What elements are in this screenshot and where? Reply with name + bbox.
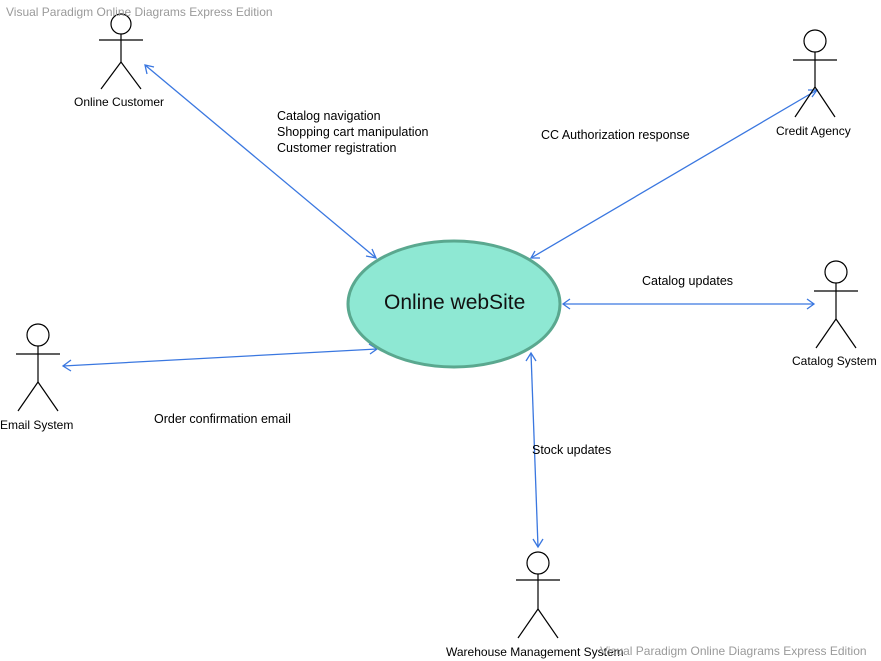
flow-label-customer-2: Shopping cart manipulation xyxy=(277,125,429,139)
actor-label-catalog-system: Catalog System xyxy=(792,354,877,368)
connectors xyxy=(62,64,818,548)
actor-label-email-system: Email System xyxy=(0,418,74,432)
arrowhead xyxy=(806,298,816,310)
flow-label-customer-1: Catalog navigation xyxy=(277,109,381,123)
arrowhead xyxy=(61,359,72,372)
actor-warehouse[interactable] xyxy=(516,551,560,639)
actor-email-system[interactable] xyxy=(16,323,60,412)
flow-label-credit: CC Authorization response xyxy=(541,128,690,142)
arrowhead xyxy=(529,250,540,259)
flow-label-warehouse: Stock updates xyxy=(532,443,612,457)
arrowhead xyxy=(561,298,571,310)
arrowhead xyxy=(365,248,378,259)
watermark-bottom: Visual Paradigm Online Diagrams Express … xyxy=(600,644,867,658)
actor-credit-agency[interactable] xyxy=(793,29,837,118)
actor-label-online-customer: Online Customer xyxy=(74,95,165,109)
system-label: Online webSite xyxy=(384,291,526,314)
watermark-top: Visual Paradigm Online Diagrams Express … xyxy=(6,5,273,19)
connector-credit-agency xyxy=(530,89,818,259)
connector-online-customer xyxy=(144,64,377,259)
arrowhead xyxy=(144,64,155,75)
connector-email-system xyxy=(62,348,378,367)
arrowhead xyxy=(525,351,537,362)
flow-label-customer-3: Customer registration xyxy=(277,141,397,155)
arrowhead xyxy=(532,538,544,549)
flow-label-email: Order confirmation email xyxy=(154,412,291,426)
actor-online-customer[interactable] xyxy=(99,13,143,90)
actor-catalog-system[interactable] xyxy=(814,260,858,349)
system-use-case[interactable] xyxy=(346,239,562,369)
connector-warehouse xyxy=(530,352,539,548)
actor-label-warehouse: Warehouse Management System xyxy=(446,645,624,659)
actor-label-credit-agency: Credit Agency xyxy=(776,124,851,138)
flow-label-catalog: Catalog updates xyxy=(642,274,734,288)
